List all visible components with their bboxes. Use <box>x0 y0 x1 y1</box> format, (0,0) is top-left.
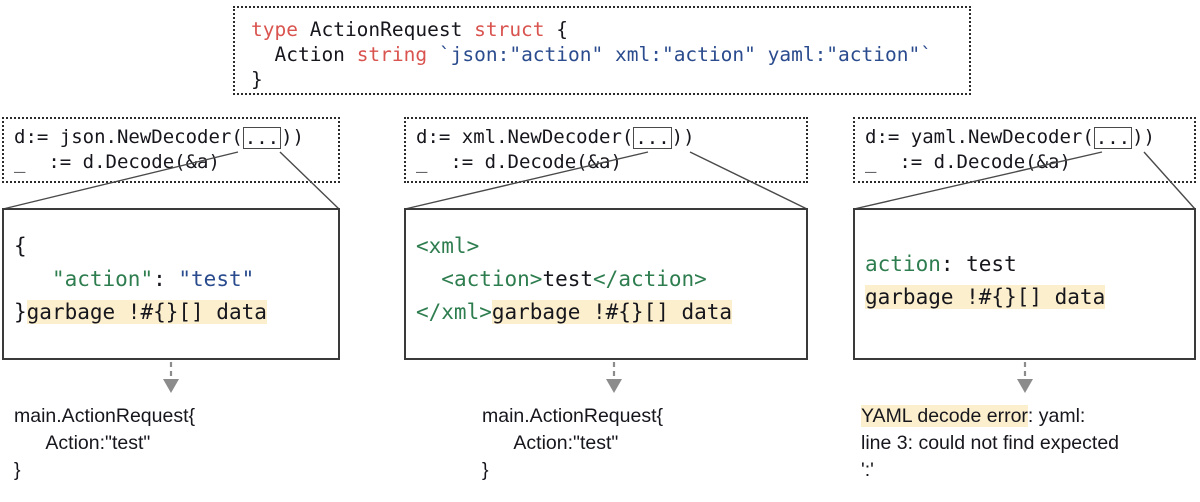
yaml-error-suffix: : yaml: <box>1027 405 1086 427</box>
yaml-key: action <box>865 252 941 276</box>
payload-code-yaml: action: test garbage !#{}[] data <box>865 248 1106 314</box>
ellipsis-placeholder-yaml[interactable]: ... <box>1093 127 1133 149</box>
json-key: "action" <box>51 267 154 291</box>
json-garbage-text: garbage !#{}[] data <box>26 300 267 324</box>
decoder-snippet-xml: d:= xml.NewDecoder(...)) _ := d.Decode(&… <box>404 117 808 183</box>
decoder-call-suffix-json: )) <box>281 126 304 148</box>
yaml-error-line2: line 3: could not find expected <box>861 432 1120 454</box>
struct-type-name: ActionRequest <box>309 18 463 41</box>
output-json-line1: main.ActionRequest{ <box>14 405 196 427</box>
decoder-call-suffix-xml: )) <box>671 126 695 148</box>
struct-field-tag: `json:"action" xml:"action" yaml:"action… <box>438 43 932 66</box>
decoder-code-xml: d:= xml.NewDecoder(...)) _ := d.Decode(&… <box>416 125 695 175</box>
decoder-call-prefix-xml: d:= xml.NewDecoder( <box>416 126 634 148</box>
xml-action-open-tag: <action> <box>441 267 543 291</box>
yaml-error-badge: YAML decode error <box>861 405 1028 427</box>
json-colon: : <box>153 267 179 291</box>
decoder-decode-line-yaml: _ := d.Decode(&a) <box>865 151 1071 173</box>
xml-garbage-text: garbage !#{}[] data <box>491 300 733 324</box>
decoder-decode-line-xml: _ := d.Decode(&a) <box>416 151 622 173</box>
struct-definition-code: type ActionRequest struct { Action strin… <box>251 17 932 92</box>
xml-indent <box>416 267 441 291</box>
output-xml-line2: Action:"test" <box>482 432 619 454</box>
output-text-xml: main.ActionRequest{ Action:"test" } <box>482 403 812 484</box>
decoder-decode-line-json: _ := d.Decode(&a) <box>14 151 220 173</box>
yaml-garbage-text: garbage !#{}[] data <box>865 285 1106 309</box>
payload-code-json: { "action": "test" }garbage !#{}[] data <box>14 230 267 329</box>
payload-code-xml: <xml> <action>test</action> </xml>garbag… <box>416 230 733 329</box>
output-json-line3: } <box>14 459 21 481</box>
xml-action-close-tag: </action> <box>593 267 707 291</box>
output-text-yaml: YAML decode error: yaml: line 3: could no… <box>861 403 1196 484</box>
json-close-brace: } <box>14 300 27 324</box>
output-text-json: main.ActionRequest{ Action:"test" } <box>14 403 344 484</box>
decoder-call-suffix-yaml: )) <box>1132 126 1155 148</box>
payload-box-xml: <xml> <action>test</action> </xml>garbag… <box>404 208 808 360</box>
struct-open-brace: { <box>556 18 569 41</box>
xml-root-close-tag: </xml> <box>416 300 492 324</box>
struct-close-brace: } <box>251 68 263 91</box>
json-open-brace: { <box>14 234 27 258</box>
struct-field-name: Action <box>274 43 345 66</box>
json-indent <box>14 267 52 291</box>
decoder-snippet-yaml: d:= yaml.NewDecoder(...)) _ := d.Decode(… <box>853 117 1196 183</box>
struct-definition-box: type ActionRequest struct { Action strin… <box>233 6 971 95</box>
decoder-code-json: d:= json.NewDecoder(...)) _ := d.Decode(… <box>14 125 304 175</box>
keyword-type: type <box>251 18 298 41</box>
xml-root-open-tag: <xml> <box>416 234 480 258</box>
payload-box-json: { "action": "test" }garbage !#{}[] data <box>2 208 340 360</box>
payload-box-yaml: action: test garbage !#{}[] data <box>853 208 1196 360</box>
output-xml-line1: main.ActionRequest{ <box>482 405 664 427</box>
decoder-call-prefix-json: d:= json.NewDecoder( <box>14 126 243 148</box>
keyword-struct: struct <box>474 18 545 41</box>
ellipsis-placeholder-json[interactable]: ... <box>242 127 282 149</box>
struct-field-type: string <box>356 43 428 66</box>
output-json-line2: Action:"test" <box>14 432 151 454</box>
ellipsis-placeholder-xml[interactable]: ... <box>633 127 672 149</box>
xml-action-text: test <box>542 267 594 291</box>
output-xml-line3: } <box>482 459 489 481</box>
yaml-error-line3: ':' <box>861 459 874 481</box>
json-value: "test" <box>178 267 255 291</box>
decoder-snippet-json: d:= json.NewDecoder(...)) _ := d.Decode(… <box>2 117 340 183</box>
yaml-value: : test <box>940 252 1017 276</box>
decoder-call-prefix-yaml: d:= yaml.NewDecoder( <box>865 126 1094 148</box>
decoder-code-yaml: d:= yaml.NewDecoder(...)) _ := d.Decode(… <box>865 125 1155 175</box>
